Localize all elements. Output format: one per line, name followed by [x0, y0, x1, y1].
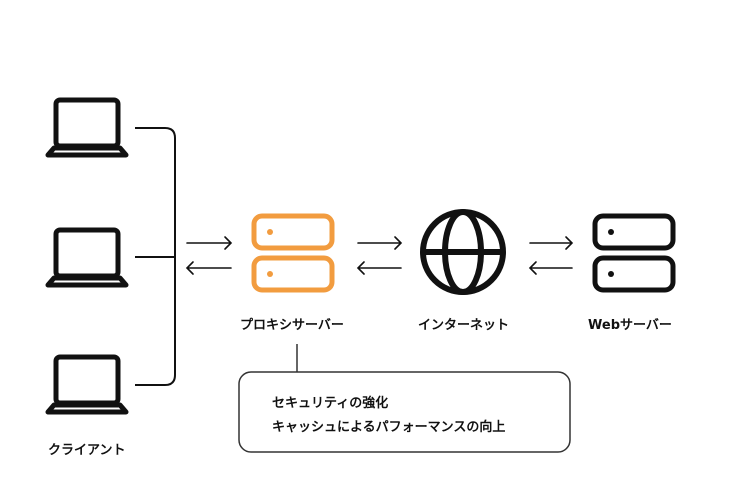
proxy-label: プロキシサーバー [240, 318, 344, 333]
web-server-label: Webサーバー [588, 318, 672, 333]
arrow-left-icon [356, 261, 402, 275]
clients-label: クライアント [48, 443, 126, 458]
arrow-right-icon [186, 236, 233, 250]
internet-label: インターネット [418, 318, 510, 333]
arrow-right-icon [529, 236, 574, 250]
note-line-1: セキュリティの強化 [272, 396, 389, 411]
web-server-icon [592, 213, 676, 293]
note-box [238, 371, 571, 453]
arrow-left-icon [528, 261, 573, 275]
note-line-2: キャッシュによるパフォーマンスの向上 [272, 420, 506, 435]
client-bracket [135, 127, 176, 386]
laptop-icon-3 [45, 354, 129, 415]
arrow-right-icon [357, 236, 403, 250]
laptop-icon-1 [45, 97, 129, 158]
globe-icon [420, 209, 506, 295]
laptop-icon-2 [45, 227, 129, 288]
proxy-server-icon [251, 213, 335, 293]
arrow-left-icon [185, 261, 232, 275]
